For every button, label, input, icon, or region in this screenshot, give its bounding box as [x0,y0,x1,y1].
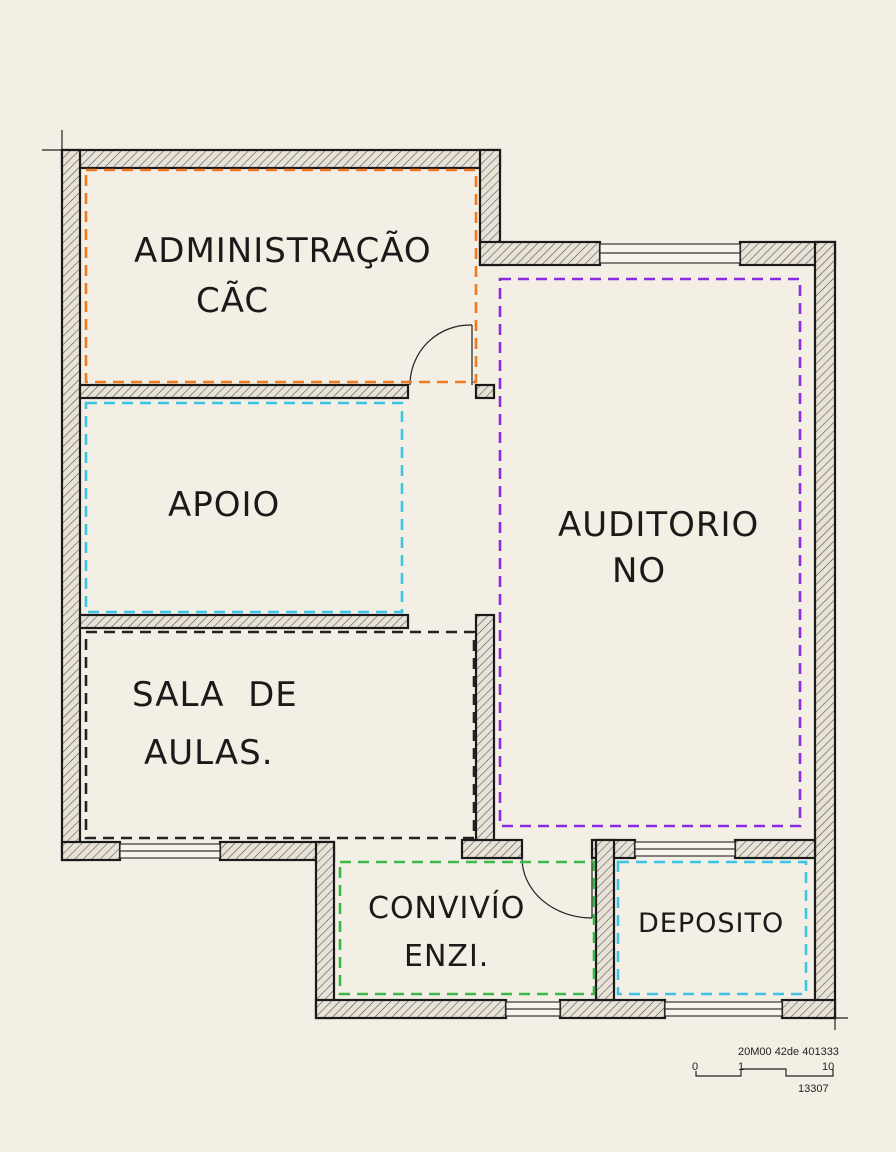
scale-tick-label: 1 [738,1061,744,1073]
room-label: ENZI. [404,939,489,974]
window [505,1001,561,1017]
room-label: SALA DE [132,675,298,715]
window [664,1001,783,1017]
walls [60,148,837,1020]
scale-tick-label: 0 [692,1061,698,1073]
scale-tick-label: 10 [822,1061,834,1073]
wall [60,148,82,862]
window [634,841,736,857]
room-label: NO [612,551,666,591]
room-label: CÃC [196,281,269,321]
window [119,843,221,859]
door-swing [409,324,473,386]
scale-line [695,1068,834,1077]
room-label: ADMINISTRAÇÃO [134,231,432,271]
wall [60,148,502,170]
room-label: AUDITORIO [558,505,759,545]
room-label: CONVIVÍO [368,890,525,926]
room-label: AULAS. [144,733,274,773]
zone-sala-de-aulas [84,630,476,840]
scale-title: 20M00 42de 401333 [738,1046,839,1058]
zone-deposito [616,860,808,996]
zone-apoio [84,401,404,614]
zone-administracao [84,168,478,384]
zone-auditorio [498,277,802,828]
window [599,243,741,264]
room-label: DEPOSITO [638,908,784,939]
scale-bar: 20M00 42de 401333 0 1 10 13307 [692,1046,839,1095]
room-label: APOIO [168,485,280,525]
zone-convivio [338,860,596,996]
scale-caption: 13307 [798,1083,829,1095]
door-swing [521,857,593,919]
